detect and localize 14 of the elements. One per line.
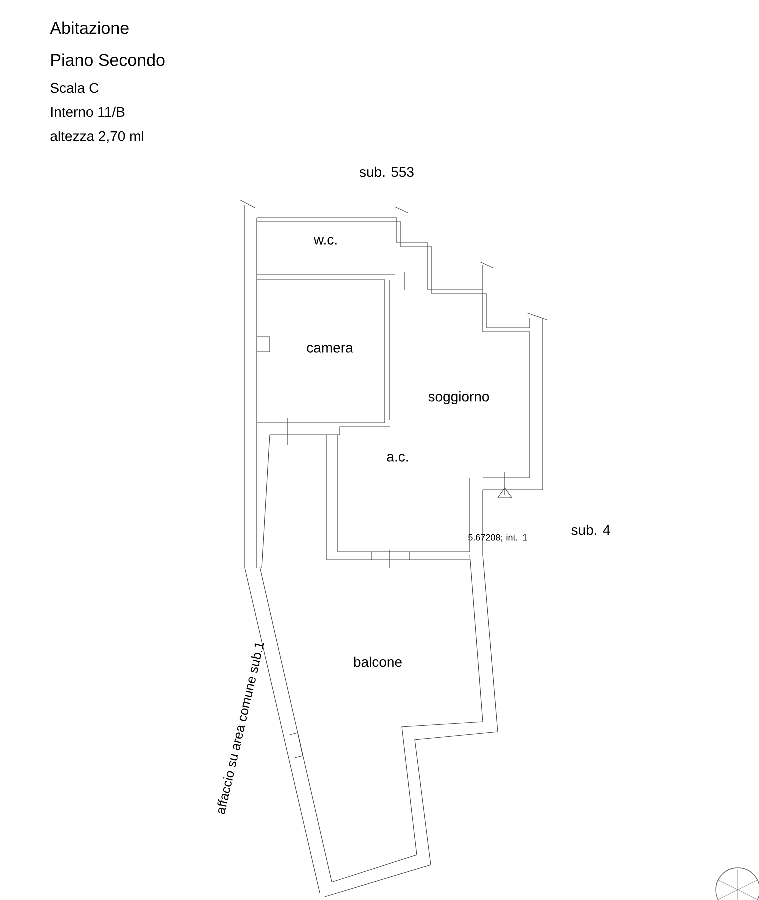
plan-info: Scala C — [50, 82, 99, 94]
survey-note: 5.67208; int. 1 — [468, 534, 528, 542]
room-label: a.c. — [387, 454, 408, 462]
neighbour-label: sub. 4 — [572, 524, 610, 536]
neighbour-label: sub. 553 — [360, 166, 414, 178]
room-label: soggiorno — [428, 391, 490, 405]
room-label: camera — [307, 345, 354, 353]
plan-heading: Abitazione — [50, 22, 129, 34]
plan-heading: Piano Secondo — [52, 54, 165, 66]
room-label: balcone — [354, 656, 402, 668]
side-note: affaccio su area comune sub.1 — [218, 643, 264, 814]
room-label: w.c. — [314, 237, 337, 245]
plan-info: altezza 2,70 ml — [50, 131, 144, 143]
plan-info: Interno 11/B — [51, 106, 125, 118]
